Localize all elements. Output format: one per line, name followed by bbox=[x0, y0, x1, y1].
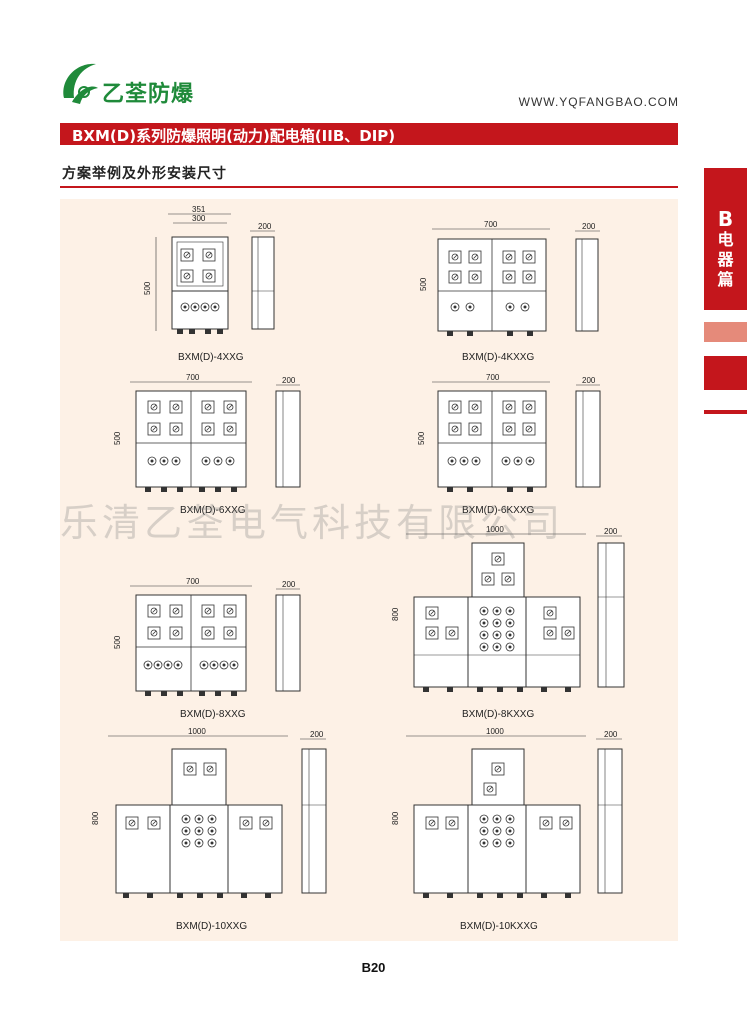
website-url[interactable]: WWW.YQFANGBAO.COM bbox=[518, 95, 679, 109]
svg-text:200: 200 bbox=[282, 580, 296, 589]
caption-6xxg: BXM(D)-6XXG bbox=[180, 505, 246, 516]
svg-text:800: 800 bbox=[391, 607, 400, 621]
brand-name: 乙荃防爆 bbox=[102, 82, 195, 107]
svg-text:500: 500 bbox=[113, 431, 122, 445]
chapter-char-2: 器 bbox=[717, 250, 734, 269]
diagram-10kxxg: 1000 800 200 bbox=[391, 727, 623, 898]
caption-8xxg: BXM(D)-8XXG bbox=[180, 709, 246, 720]
svg-text:200: 200 bbox=[310, 730, 324, 739]
diagram-6kxxg: 700 500 200 bbox=[417, 373, 601, 492]
svg-text:200: 200 bbox=[582, 222, 596, 231]
svg-text:800: 800 bbox=[91, 811, 100, 825]
chapter-char-3: 篇 bbox=[717, 270, 734, 289]
svg-text:1000: 1000 bbox=[188, 727, 206, 736]
company-watermark: 乐清乙荃电气科技有限公司 bbox=[60, 501, 565, 545]
svg-text:700: 700 bbox=[186, 373, 200, 382]
svg-text:700: 700 bbox=[484, 220, 498, 229]
side-decor-block bbox=[704, 322, 747, 342]
svg-text:700: 700 bbox=[486, 373, 500, 382]
chapter-char-1: 电 bbox=[717, 230, 734, 249]
chapter-tab: B 电 器 篇 bbox=[704, 168, 747, 310]
dim-300: 300 bbox=[192, 214, 206, 223]
page-title: BXM(D)系列防爆照明(动力)配电箱(IIB、DIP) bbox=[72, 127, 396, 145]
caption-8kxxg: BXM(D)-8KXXG bbox=[462, 709, 535, 720]
svg-text:1000: 1000 bbox=[486, 525, 504, 534]
caption-4xxg: BXM(D)-4XXG bbox=[178, 352, 244, 363]
dim-351: 351 bbox=[192, 205, 206, 214]
subtitle-underline bbox=[60, 186, 678, 188]
section-subtitle: 方案举例及外形安装尺寸 bbox=[62, 166, 227, 182]
diagram-4xxg: 351 300 500 200 bbox=[143, 205, 275, 334]
caption-10kxxg: BXM(D)-10KXXG bbox=[460, 921, 538, 932]
side-decor-block bbox=[704, 356, 747, 390]
svg-text:1000: 1000 bbox=[486, 727, 504, 736]
diagram-sheet: 351 300 500 200 700 500 bbox=[91, 205, 625, 898]
title-bar: BXM(D)系列防爆照明(动力)配电箱(IIB、DIP) bbox=[60, 123, 678, 145]
diagram-6xxg: 700 500 200 bbox=[113, 373, 301, 492]
caption-10xxg: BXM(D)-10XXG bbox=[176, 921, 248, 932]
chapter-letter: B bbox=[717, 207, 734, 231]
diagram-8kxxg: 1000 800 200 bbox=[391, 525, 625, 692]
diagram-area: 351 300 500 200 700 500 bbox=[60, 199, 678, 941]
svg-text:500: 500 bbox=[419, 277, 428, 291]
svg-text:200: 200 bbox=[604, 730, 618, 739]
diagram-4kxxg: 700 500 200 bbox=[419, 220, 600, 336]
svg-text:200: 200 bbox=[282, 376, 296, 385]
caption-6kxxg: BXM(D)-6KXXG bbox=[462, 505, 535, 516]
svg-text:500: 500 bbox=[417, 431, 426, 445]
page-number: B20 bbox=[361, 960, 386, 975]
dim-500: 500 bbox=[143, 281, 152, 295]
logo-mark-icon bbox=[63, 63, 98, 104]
svg-text:800: 800 bbox=[391, 811, 400, 825]
svg-text:200: 200 bbox=[604, 527, 618, 536]
diagram-10xxg: 1000 800 200 bbox=[91, 727, 327, 898]
svg-text:700: 700 bbox=[186, 577, 200, 586]
svg-text:500: 500 bbox=[113, 635, 122, 649]
side-decor-line bbox=[704, 410, 747, 414]
diagram-8xxg: 700 500 200 bbox=[113, 577, 301, 696]
svg-text:200: 200 bbox=[582, 376, 596, 385]
dim-depth: 200 bbox=[258, 222, 272, 231]
caption-4kxxg: BXM(D)-4KXXG bbox=[462, 352, 535, 363]
brand-logo: 乙荃防爆 bbox=[58, 58, 208, 110]
